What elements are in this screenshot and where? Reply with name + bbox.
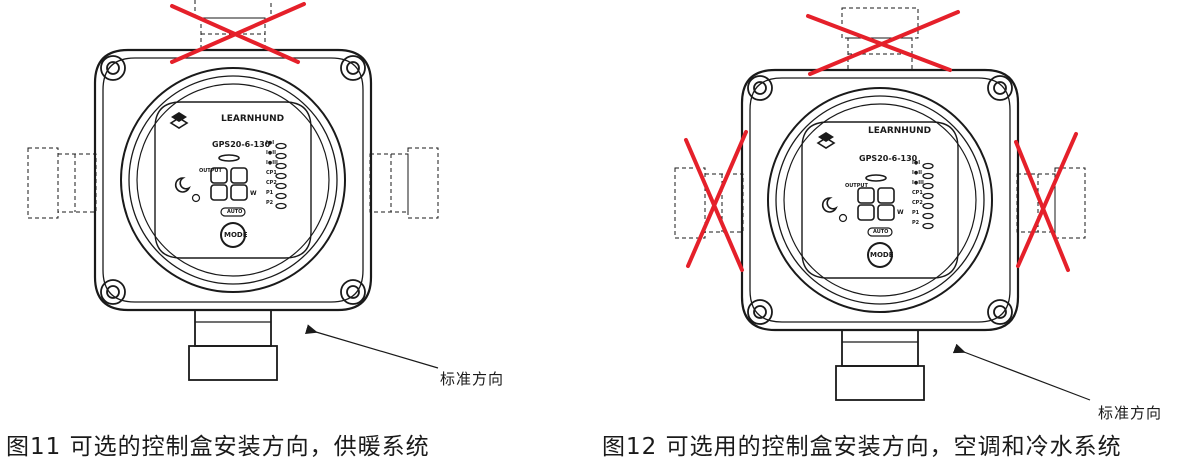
figure-12-mode-button: MODE (870, 251, 894, 259)
figure-11-output-label: OUTPUT (199, 168, 222, 174)
figure-12-drawing (674, 7, 1086, 401)
level-label: CP1 (266, 170, 277, 176)
figure-11-caption: 图11 可选的控制盒安装方向，供暖系统 (6, 434, 430, 460)
level-label: P2 (266, 200, 274, 206)
level-label: P1 (912, 210, 920, 216)
figure-11-drawing (27, 0, 439, 381)
level-label: I●III (266, 160, 278, 166)
figure-11-standard-direction-label: 标准方向 (440, 370, 505, 388)
figure-12-auto-label: AUTO (873, 229, 889, 235)
figure-12-right-cross (1014, 132, 1078, 272)
level-label: I●I (912, 160, 921, 166)
figure-11-brand: LEARNHUND (221, 114, 285, 124)
level-label: I●II (266, 150, 276, 156)
figure-11-mode-button: MODE (224, 231, 248, 239)
figure-12-unit: W (897, 209, 904, 216)
level-label: I●II (912, 170, 922, 176)
level-label: P1 (266, 190, 274, 196)
figure-11-unit: W (250, 190, 257, 197)
level-label: I●III (912, 180, 924, 186)
figure-12-arrow (952, 343, 1091, 401)
level-label: P2 (912, 220, 920, 226)
figure-12-caption: 图12 可选用的控制盒安装方向，空调和冷水系统 (602, 434, 1122, 460)
level-label: CP2 (266, 180, 277, 186)
figure-12-standard-direction-label: 标准方向 (1098, 404, 1163, 422)
level-label: CP2 (912, 200, 923, 206)
level-label: CP1 (912, 190, 923, 196)
level-label: I●I (266, 140, 275, 146)
figure-11-arrow (304, 324, 439, 369)
figure-11-top-cross (170, 2, 306, 64)
figure-12-output-label: OUTPUT (845, 183, 868, 189)
figure-12-brand: LEARNHUND (868, 126, 932, 136)
figure-12-top-cross (806, 10, 960, 76)
figure-11-model: GPS20-6-130 (212, 140, 271, 149)
figure-12-left-cross (684, 130, 748, 272)
figure-11-auto-label: AUTO (227, 209, 243, 215)
figure-12-model: GPS20-6-130 (859, 154, 918, 163)
